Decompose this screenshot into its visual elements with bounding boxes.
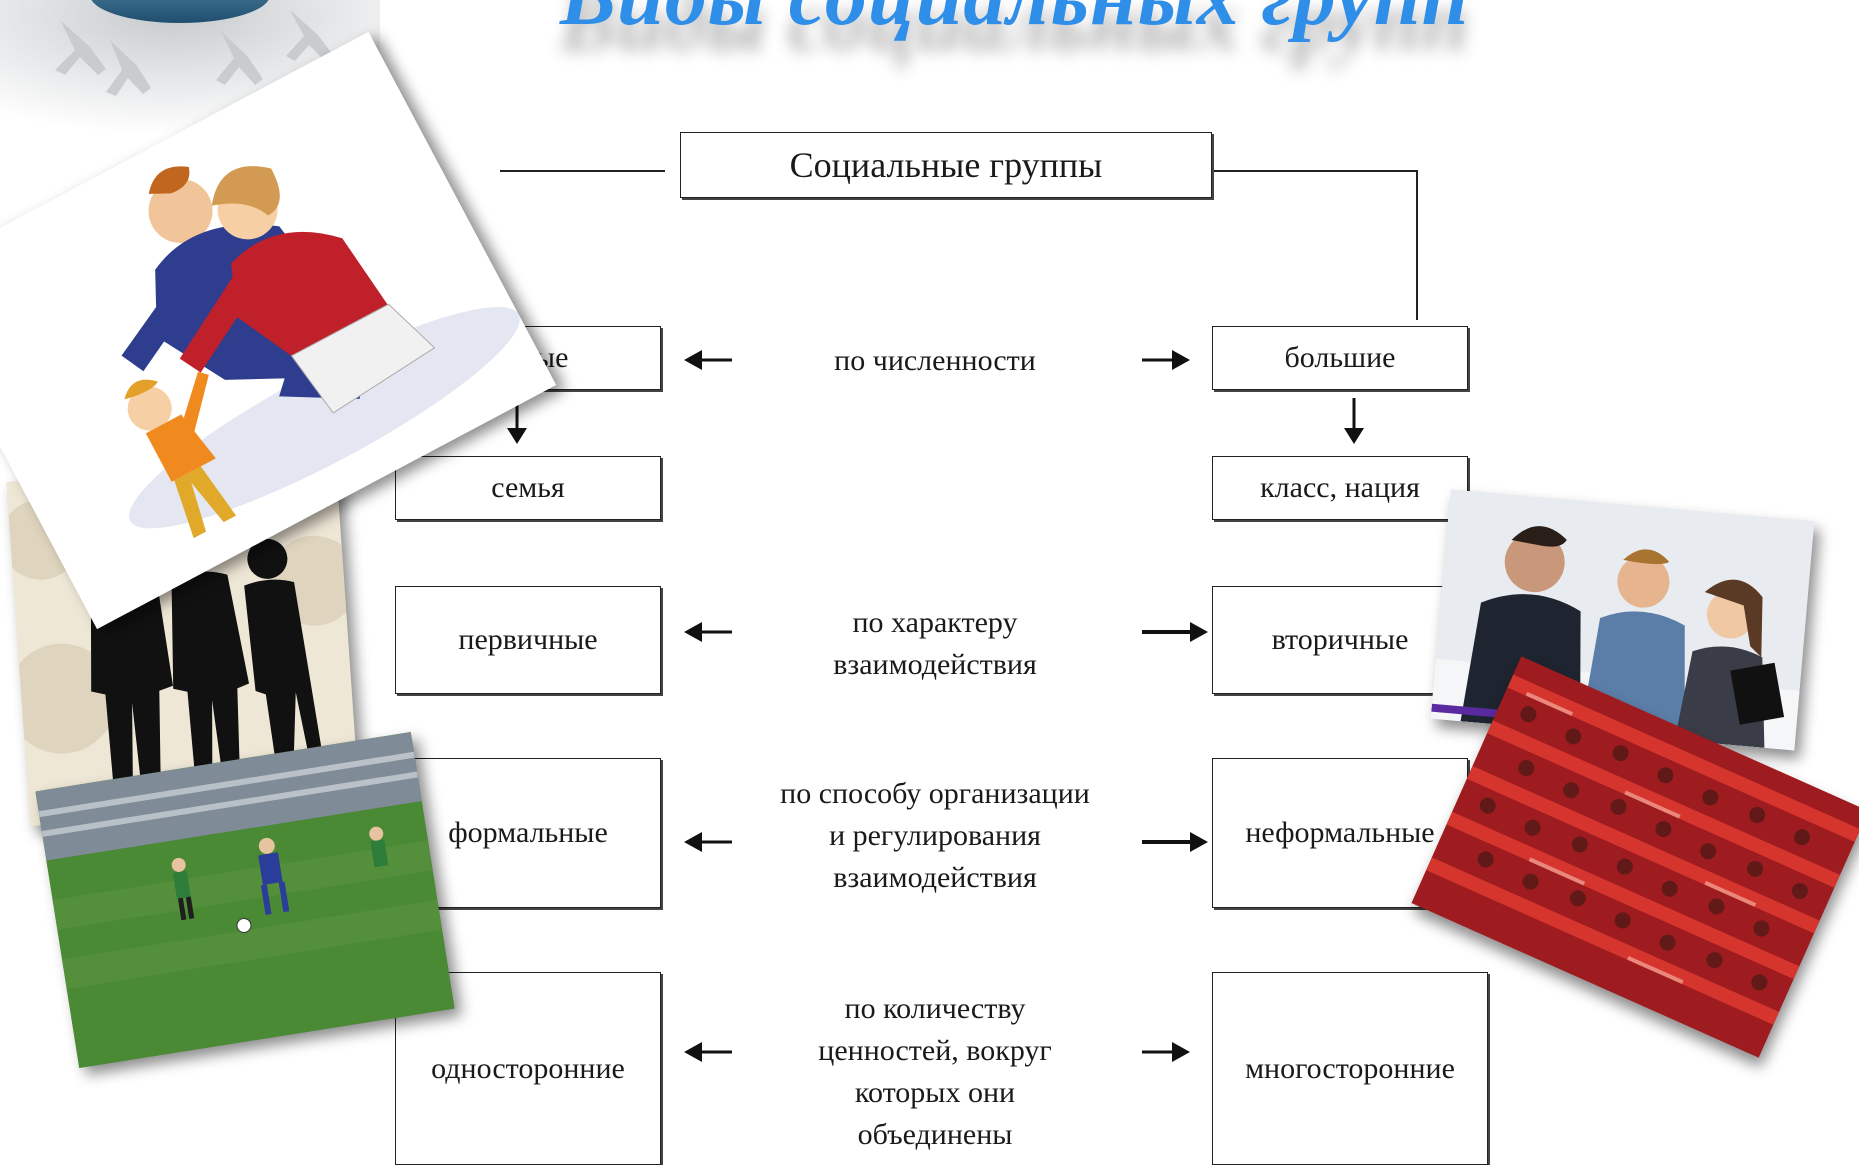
criterion-values: по количеству ценностей, вокруг которых … [745, 988, 1125, 1156]
arrow-right-row3 [1142, 832, 1208, 852]
criterion-organization: по способу организации и регулирования в… [735, 773, 1135, 899]
arrow-left-row4 [684, 1042, 732, 1062]
arrow-right-row4 [1142, 1042, 1190, 1062]
football-photo [35, 732, 455, 1068]
group-label-primary: первичные [458, 623, 598, 656]
group-box-primary: первичные [395, 586, 661, 694]
criterion-interaction: по характеру взаимодействия [745, 602, 1125, 686]
arrow-left-row3 [684, 832, 732, 852]
criterion-line: объединены [857, 1118, 1013, 1151]
criterion-size: по численности [745, 340, 1125, 382]
example-label-left: семья [491, 471, 565, 504]
slide-title: Виды социальных групп [560, 0, 1469, 45]
group-label-one-sided: односторонние [431, 1051, 625, 1085]
group-label-informal: неформальные [1245, 816, 1435, 849]
family-photo [0, 31, 557, 630]
criterion-line: которых они [854, 1076, 1016, 1109]
group-box-multi-sided: многосторонние [1212, 972, 1488, 1165]
arrow-right-row2 [1142, 622, 1208, 642]
example-label-right: класс, нация [1260, 471, 1420, 504]
group-label-secondary: вторичные [1271, 623, 1409, 656]
root-right-line [1205, 170, 1418, 172]
criterion-line: по характеру [852, 606, 1018, 639]
root-right-drop [1416, 170, 1418, 320]
group-label-formal: формальные [448, 816, 608, 849]
fans-crowd-photo [1411, 656, 1859, 1058]
arrow-down-right [1344, 398, 1364, 444]
root-left-line [500, 170, 665, 172]
criterion-line: по способу организации [780, 777, 1090, 810]
criterion-line: по численности [834, 344, 1036, 377]
group-label-large: большие [1284, 341, 1396, 374]
root-box: Социальные группы [680, 132, 1212, 198]
root-label: Социальные группы [789, 145, 1103, 185]
group-box-large: большие [1212, 326, 1468, 390]
arrow-right-row1 [1142, 350, 1190, 370]
group-label-multi-sided: многосторонние [1245, 1051, 1455, 1085]
arrow-left-row2 [684, 622, 732, 642]
criterion-line: по количеству [844, 992, 1026, 1025]
criterion-line: взаимодействия [833, 648, 1037, 681]
criterion-line: взаимодействия [833, 861, 1037, 894]
example-box-right: класс, нация [1212, 456, 1468, 520]
example-box-left: семья [395, 456, 661, 520]
arrow-left-row1 [684, 350, 732, 370]
criterion-line: ценностей, вокруг [818, 1034, 1052, 1067]
criterion-line: и регулирования [829, 819, 1041, 852]
group-box-secondary: вторичные [1212, 586, 1468, 694]
